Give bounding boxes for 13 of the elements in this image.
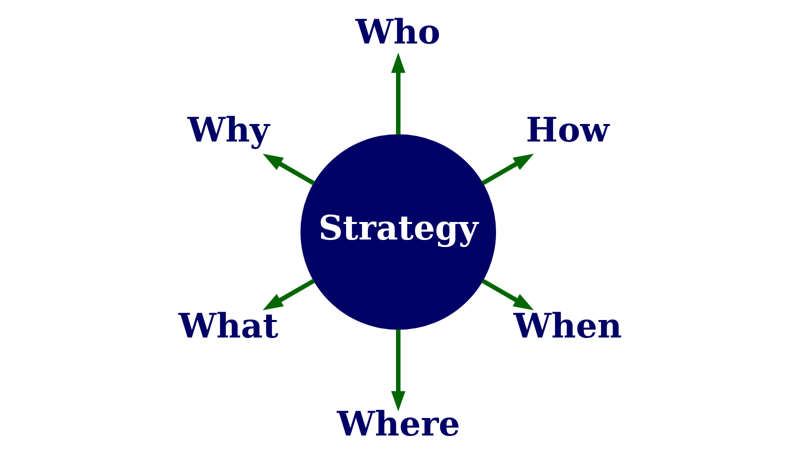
node-text: How <box>525 109 609 150</box>
node-circle: Strategy <box>300 134 496 330</box>
arrow <box>390 329 405 412</box>
node-text: Why <box>186 109 269 150</box>
node-text: When <box>512 305 622 346</box>
arrow <box>262 278 314 310</box>
arrow <box>390 52 405 135</box>
arrow <box>262 154 314 186</box>
node-text: Who <box>355 11 440 52</box>
node-text: Where <box>336 403 460 444</box>
node-text: What <box>178 305 278 346</box>
arrow <box>481 154 534 186</box>
arrow <box>481 278 534 310</box>
